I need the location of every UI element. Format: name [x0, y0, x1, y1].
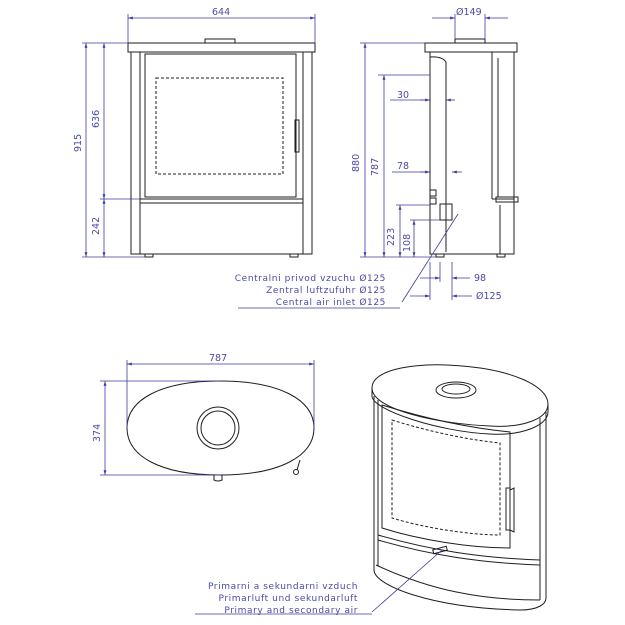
dim-front-height-total: 915: [73, 134, 84, 152]
dim-side-height-108: 108: [402, 234, 413, 252]
perspective-view: [371, 364, 549, 611]
dim-side-offset-top: 30: [397, 90, 409, 101]
label-inlet-de: Zentral luftzufuhr Ø125: [266, 285, 386, 296]
dim-front-width: 644: [212, 7, 230, 18]
front-dimensions: [82, 14, 316, 258]
dim-side-offset-98: 98: [474, 273, 486, 284]
label-air-en: Primary and secondary air: [224, 606, 358, 616]
front-view: [127, 38, 316, 258]
dim-side-flue-diameter: Ø149: [456, 7, 482, 18]
dim-front-height-lower: 242: [91, 217, 102, 235]
dim-side-height-880: 880: [351, 154, 362, 172]
dim-side-offset-78: 78: [397, 161, 409, 172]
label-inlet-en: Central air inlet Ø125: [276, 297, 386, 308]
top-view: [126, 380, 315, 482]
label-air-cz: Primarni a sekundarni vzduch: [208, 582, 358, 592]
side-dimensions: [360, 14, 508, 303]
side-view: [424, 38, 519, 258]
dim-side-height-223: 223: [386, 228, 397, 246]
dim-front-height-upper: 636: [91, 110, 102, 128]
dim-top-width: 787: [209, 353, 227, 364]
top-dimensions: [100, 360, 315, 476]
dim-side-inlet-diameter: Ø125: [476, 291, 502, 302]
dim-top-depth: 374: [92, 424, 103, 442]
label-inlet-cz: Centralni privod vzuchu Ø125: [235, 273, 386, 284]
perspective-leader: [195, 549, 443, 615]
dim-side-height-787: 787: [370, 158, 381, 176]
label-air-de: Primarluft und sekundarluft: [219, 594, 358, 604]
